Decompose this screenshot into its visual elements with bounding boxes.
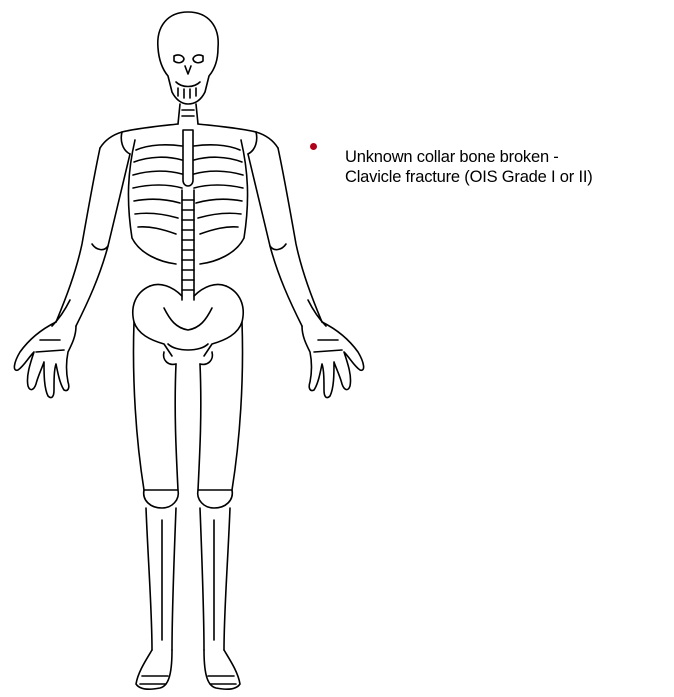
spine [182,190,194,300]
shin-right [200,508,230,650]
pelvis [133,286,243,356]
injury-label-line1: Unknown collar bone broken - [345,147,674,167]
arm-right [248,148,322,326]
hand-right [302,322,364,398]
injury-label: Unknown collar bone broken - Clavicle fr… [345,147,674,187]
hand-left [14,322,76,398]
shin-left [146,508,176,650]
skull [158,12,218,104]
arm-left [56,148,130,326]
injury-label-line2: Clavicle fracture (OIS Grade I or II) [345,167,674,187]
injury-marker [310,143,317,150]
